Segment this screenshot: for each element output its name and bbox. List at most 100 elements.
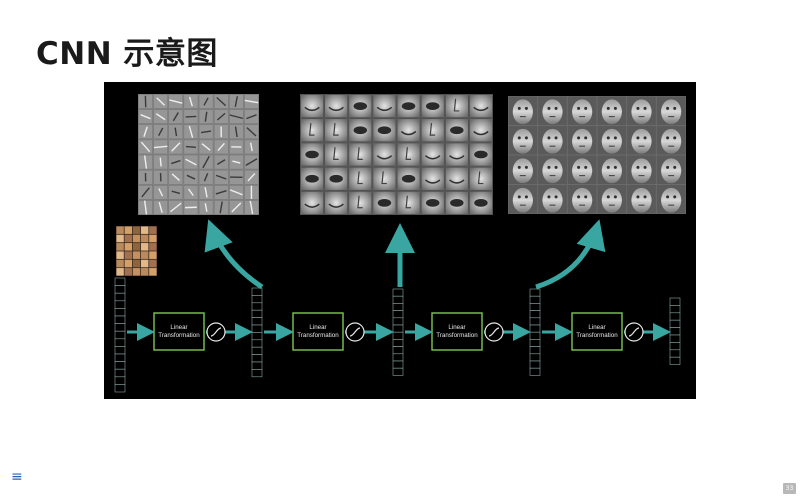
edge-stroke — [140, 114, 151, 120]
eye-shape — [353, 102, 368, 110]
vector-1-cell — [114, 338, 126, 347]
layer3-to-faces-arrow — [535, 219, 606, 290]
mouth-curve — [424, 179, 441, 184]
vector-1-cell — [114, 330, 126, 340]
edge-stroke — [171, 159, 181, 165]
eye-shape — [401, 102, 416, 110]
sigmoid-curve-icon-2 — [349, 327, 361, 337]
edge-stroke — [143, 126, 148, 137]
face-eye — [577, 195, 581, 199]
nose-shape — [308, 122, 315, 136]
activation-functions — [206, 322, 644, 342]
thumbnail-face — [141, 243, 149, 251]
edge-stroke — [216, 159, 226, 165]
edge-stroke — [219, 201, 223, 214]
thumbnail-face — [132, 268, 141, 276]
eye-shape — [450, 199, 464, 207]
mouth-curve — [473, 130, 489, 136]
cnn-diagram-svg: Linear Transformation Linear Transformat… — [114, 94, 686, 393]
edge-stroke — [143, 155, 148, 169]
vector-3-cell — [392, 303, 404, 311]
thumbnail-face — [116, 234, 124, 243]
facial-part-tile — [324, 118, 348, 143]
block-1-label-line2: Transformation — [158, 332, 200, 339]
face-eye — [613, 136, 617, 140]
edge-stroke — [216, 112, 226, 121]
face-eye — [666, 136, 670, 140]
vector-1-cell — [114, 285, 126, 294]
mouth-curve — [376, 106, 393, 112]
face-shape — [542, 128, 563, 154]
face-shape — [631, 158, 652, 184]
facial-part-tile — [396, 142, 421, 167]
face-eye — [524, 136, 528, 140]
face-eye — [584, 136, 588, 140]
eye-shape — [450, 126, 464, 135]
eye-shape — [305, 174, 319, 183]
vector-4-cell — [529, 303, 541, 311]
edge-stroke — [158, 201, 163, 213]
face-eye — [643, 165, 647, 169]
eye-shape — [401, 174, 416, 183]
edge-stroke — [217, 142, 225, 151]
edge-stroke — [201, 143, 211, 151]
block-3-label-line1: Linear — [448, 324, 465, 331]
face-shape — [542, 187, 563, 213]
edge-stroke — [203, 172, 209, 182]
thumbnail-face — [149, 234, 157, 243]
face-eye — [673, 195, 677, 199]
vector-4-cell — [529, 367, 541, 376]
vector-4-cell — [529, 353, 541, 362]
thumbnail-face — [141, 251, 149, 259]
face-eye — [643, 106, 647, 110]
edge-stroke — [234, 96, 239, 108]
eye-shape — [377, 199, 392, 207]
edge-stroke — [174, 127, 178, 137]
edge-stroke — [249, 200, 254, 215]
thumbnail-face — [116, 251, 124, 259]
face-eye — [643, 136, 647, 140]
vector-4-cell — [529, 324, 541, 333]
vector-5-cell — [669, 312, 681, 321]
edge-stroke — [188, 125, 194, 138]
facial-part-tile — [300, 118, 324, 143]
face-shape — [572, 158, 593, 184]
facial-part-tile — [372, 94, 397, 118]
facial-part-features-panel — [300, 94, 493, 215]
vector-2-cell — [251, 317, 263, 326]
facial-part-tile — [469, 166, 493, 191]
nose-shape — [357, 171, 363, 185]
face-shape — [512, 128, 533, 154]
thumbnail-face — [124, 259, 132, 268]
edge-stroke — [186, 174, 196, 180]
linear-transformation-block-4: Linear Transformation — [571, 312, 623, 351]
face-eye — [666, 195, 670, 199]
facial-part-tile — [348, 142, 373, 167]
face-eye — [577, 106, 581, 110]
edge-stroke — [204, 203, 208, 212]
face-shape — [661, 158, 682, 184]
vector-2-cell — [251, 295, 263, 304]
mouth-curve — [400, 130, 417, 136]
hamburger-menu-icon[interactable]: ≡ — [11, 469, 23, 485]
linear-transformation-block-3: Linear Transformation — [431, 312, 483, 351]
thumbnail-face — [132, 251, 141, 259]
vector-2-cell — [251, 309, 263, 318]
thumbnail-face — [124, 268, 132, 276]
block-4-label-line1: Linear — [588, 324, 605, 331]
nose-shape — [381, 171, 387, 185]
nose-shape — [333, 122, 339, 136]
thumbnail-face — [116, 243, 124, 251]
edge-stroke — [229, 114, 244, 120]
face-eye — [606, 106, 610, 110]
thumbnail-face — [124, 243, 132, 251]
vector-2-cell — [251, 287, 263, 296]
face-shape — [512, 158, 533, 184]
face-eye — [606, 165, 610, 169]
facial-part-tile — [348, 166, 373, 191]
face-eye — [554, 136, 558, 140]
vector-5-cell — [669, 349, 681, 358]
nose-shape — [357, 147, 363, 160]
vector-3-cell — [392, 339, 404, 347]
facial-part-tile — [396, 118, 421, 143]
